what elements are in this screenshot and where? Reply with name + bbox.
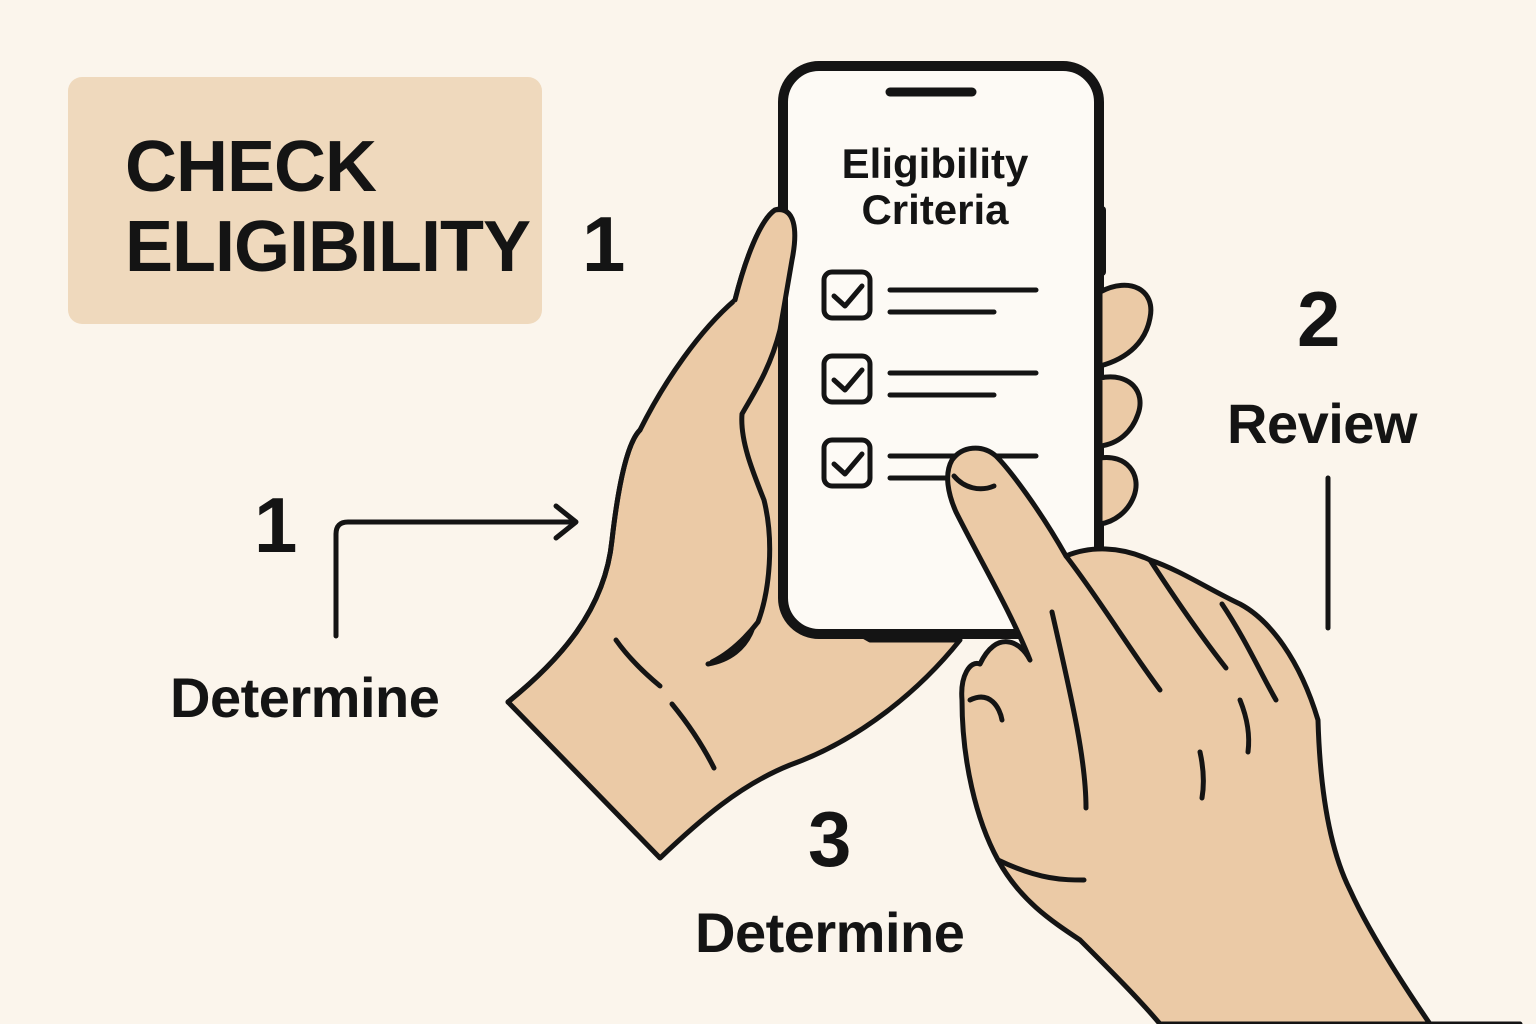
step-label-left: Determine [170,666,440,729]
step-label-right: Review [1227,392,1418,455]
checkbox-checked-icon [821,269,873,321]
checklist-item [821,269,1039,321]
phone-screen-title: Eligibility Criteria [800,141,1070,233]
phone-screen-title-line-1: Eligibility [841,140,1029,187]
checkbox-checked-icon [821,353,873,405]
holding-hand-wrist [505,427,643,705]
step-number-left: 1 [254,481,298,569]
phone-screen-title-line-2: Criteria [861,186,1009,233]
pointing-hand [945,445,1523,1024]
step-number-top: 1 [582,200,626,288]
checklist-item [821,353,1039,405]
step-label-bottom: Determine [695,901,965,964]
checkbox-checked-icon [821,437,873,489]
step-number-bottom: 3 [808,795,852,883]
arrow-right-icon [333,503,579,639]
holding-hand-thumb [709,207,798,665]
palm-crease [613,637,663,689]
title-line-2: ELIGIBILITY [125,207,531,287]
palm-crease [669,701,717,771]
holding-hand-fingers [1097,282,1154,527]
title-line-1: CHECK [125,127,377,207]
title-box: CHECK ELIGIBILITY [68,77,542,324]
step-number-right: 2 [1297,275,1341,363]
